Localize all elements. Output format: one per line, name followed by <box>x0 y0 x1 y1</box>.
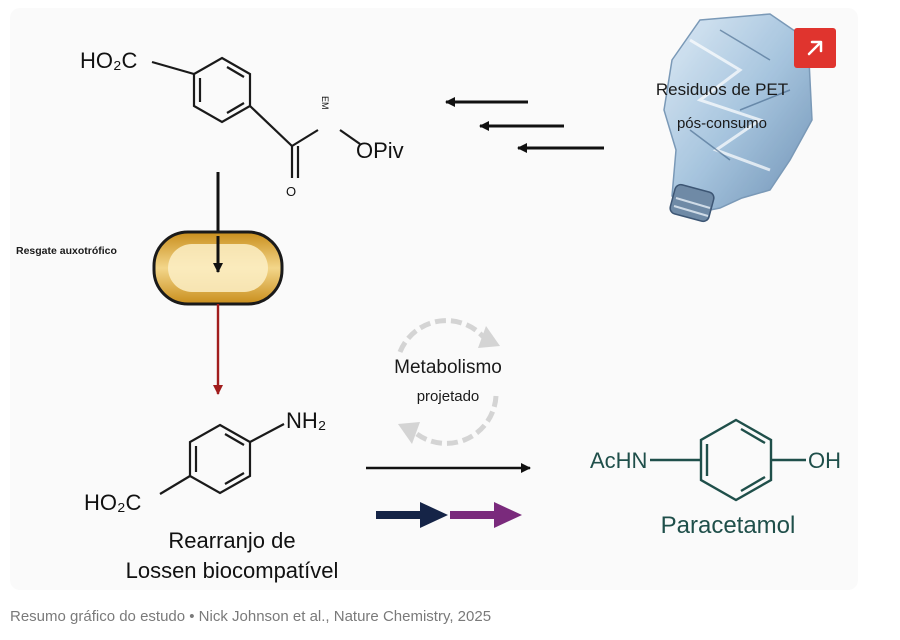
top-small-mark: EM <box>320 96 330 110</box>
pet-label-line2: pós-consumo <box>677 115 767 132</box>
top-ester-group: OPiv <box>356 138 404 163</box>
lossen-line2: Lossen biocompatível <box>126 558 339 583</box>
paba-molecule: NH₂ HO₂C <box>84 408 326 515</box>
paba-amine-group: NH₂ <box>286 408 326 433</box>
top-molecule: HO₂C OPiv O EM <box>80 48 404 199</box>
top-carbonyl-o: O <box>286 184 296 199</box>
benzene-ring-paba <box>188 423 252 495</box>
product-left-group: AcHN <box>590 448 647 473</box>
benzene-ring-paracetamol <box>699 418 773 502</box>
paracetamol-molecule: AcHN OH <box>590 418 841 502</box>
metabolism-line1: Metabolismo <box>394 357 502 378</box>
pet-label-line1: Residuos de PET <box>656 80 788 99</box>
benzene-ring-top <box>192 56 252 124</box>
product-name: Paracetamol <box>661 512 796 539</box>
rescue-label: Resgate auxotrófico <box>16 245 117 257</box>
product-right-group: OH <box>808 448 841 473</box>
step-arrows <box>376 502 522 528</box>
top-bonds <box>151 60 361 178</box>
lossen-line1: Rearranjo de <box>168 528 295 553</box>
top-acid-group: HO₂C <box>80 48 138 73</box>
figure-caption: Resumo gráfico do estudo • Nick Johnson … <box>10 608 492 625</box>
expand-button[interactable] <box>794 28 836 68</box>
metabolism-line2: projetado <box>417 388 480 405</box>
cycle-arrows-icon <box>397 318 499 446</box>
pet-arrows <box>445 97 604 153</box>
expand-arrow-icon <box>807 40 823 56</box>
paba-acid-group: HO₂C <box>84 490 142 515</box>
